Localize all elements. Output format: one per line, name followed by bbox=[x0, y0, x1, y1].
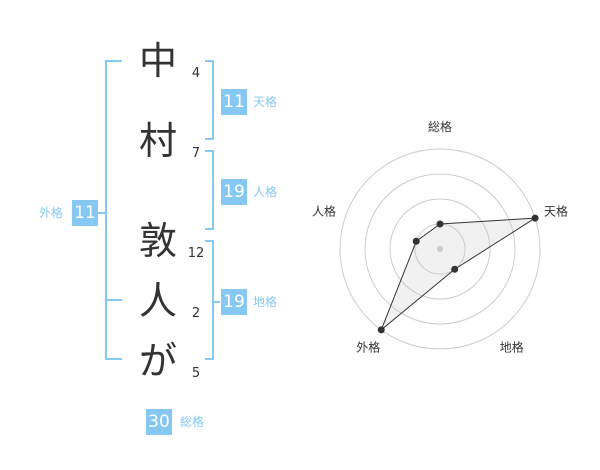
stroke-count-1: 4 bbox=[191, 66, 201, 81]
radar-ring-3 bbox=[364, 173, 516, 325]
chikaku-connector bbox=[214, 301, 220, 303]
soukaku-label: 総格 bbox=[180, 415, 205, 429]
radar-center-dot bbox=[437, 246, 443, 252]
gaikaku-label: 外格 bbox=[39, 206, 64, 220]
chikaku-bracket-bottom bbox=[205, 358, 214, 360]
name-char-5: が bbox=[138, 339, 177, 383]
name-char-1: 中 bbox=[138, 39, 177, 83]
radar-axis-label-2: 天格 bbox=[544, 203, 568, 218]
jinkaku-bracket-bottom bbox=[205, 228, 214, 230]
tenkaku-value: 11 bbox=[221, 89, 247, 115]
name-char-2: 村 bbox=[138, 119, 177, 163]
gaikaku-bracket bbox=[105, 60, 107, 360]
gaikaku-bracket-bottom bbox=[105, 358, 122, 360]
chikaku-bracket bbox=[212, 240, 214, 360]
radar-point-2 bbox=[531, 214, 539, 222]
radar-axis-label-5: 人格 bbox=[312, 203, 336, 218]
radar-axis-label-1: 総格 bbox=[428, 119, 452, 134]
name-char-4: 人 bbox=[138, 279, 177, 323]
radar-point-5 bbox=[412, 237, 420, 245]
chikaku-label: 地格 bbox=[253, 295, 278, 309]
soukaku-value: 30 bbox=[146, 409, 172, 435]
chikaku-value: 19 bbox=[221, 289, 247, 315]
jinkaku-label: 人格 bbox=[253, 185, 278, 199]
tenkaku-label: 天格 bbox=[253, 95, 278, 109]
jinkaku-bracket-top bbox=[205, 150, 214, 152]
radar-point-3 bbox=[451, 265, 459, 273]
stroke-count-5: 5 bbox=[191, 366, 201, 381]
stroke-count-4: 2 bbox=[191, 306, 201, 321]
radar-series-polygon bbox=[380, 217, 536, 331]
stroke-count-3: 12 bbox=[187, 246, 205, 261]
radar-point-4 bbox=[377, 326, 385, 334]
stroke-count-2: 7 bbox=[191, 146, 201, 161]
radar-point-1 bbox=[436, 220, 444, 228]
jinkaku-value: 19 bbox=[221, 179, 247, 205]
tenkaku-bracket-top bbox=[205, 60, 214, 62]
gaikaku-bracket-mid bbox=[105, 299, 122, 301]
tenkaku-bracket bbox=[212, 60, 214, 140]
radar-axis-label-4: 外格 bbox=[356, 340, 380, 355]
gaikaku-bracket-top bbox=[105, 60, 122, 62]
name-char-3: 敦 bbox=[138, 219, 177, 263]
radar-axis-label-3: 地格 bbox=[500, 340, 524, 355]
jinkaku-bracket bbox=[212, 150, 214, 230]
chikaku-bracket-top bbox=[205, 240, 214, 242]
gaikaku-value: 11 bbox=[72, 200, 98, 226]
radar-shape bbox=[377, 214, 539, 334]
radar-ring-4 bbox=[339, 148, 541, 350]
radar-ring-2 bbox=[389, 198, 491, 300]
tenkaku-bracket-bottom bbox=[205, 138, 214, 140]
